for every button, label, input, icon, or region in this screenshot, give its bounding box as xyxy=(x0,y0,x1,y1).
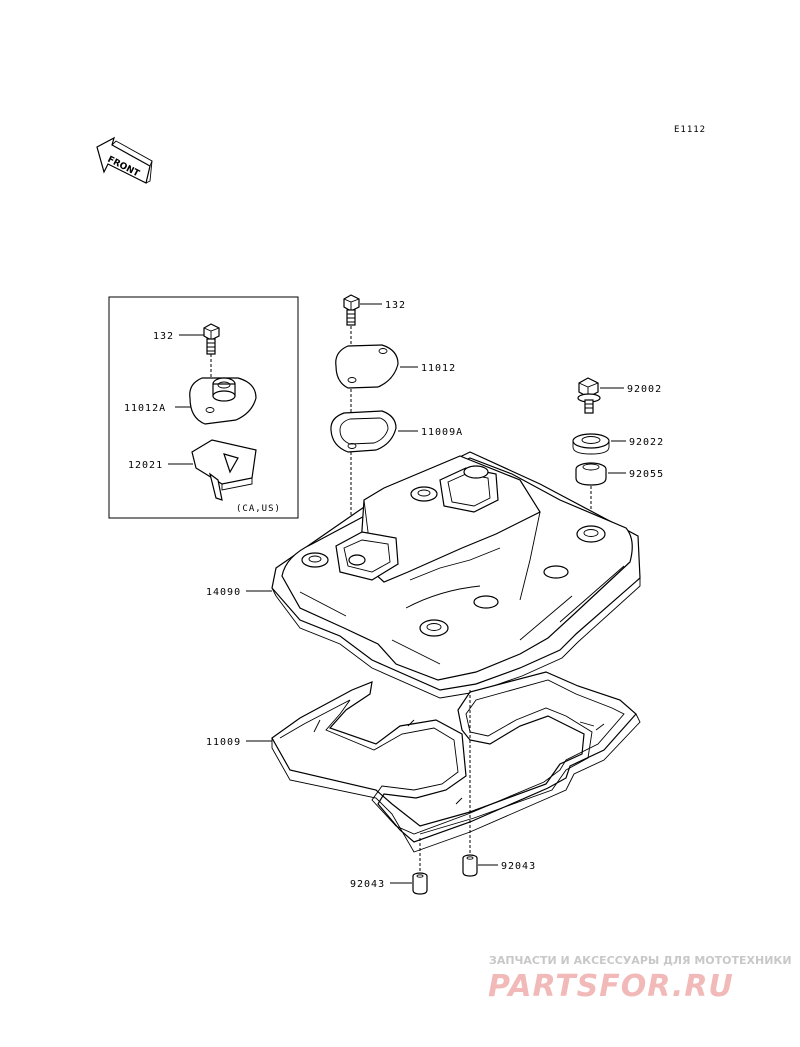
label-11009a: 11009A xyxy=(421,427,463,438)
washer xyxy=(572,433,610,455)
label-132-inset: 132 xyxy=(153,331,174,342)
dowel-pin-right xyxy=(462,854,478,877)
inset-bolt xyxy=(203,323,220,385)
label-92022: 92022 xyxy=(629,437,664,448)
breather-cap xyxy=(335,344,399,389)
watermark: ЗАПЧАСТИ И АКСЕССУАРЫ ДЛЯ МОТОТЕХНИКИ PA… xyxy=(488,954,792,1004)
cylinder-head-cover xyxy=(271,451,641,699)
inset-cap xyxy=(189,377,257,425)
right-bolt xyxy=(577,377,601,414)
cover-gasket xyxy=(271,671,641,853)
label-12021: 12021 xyxy=(128,460,163,471)
front-arrow-icon: FRONT xyxy=(96,136,153,184)
label-14090: 14090 xyxy=(206,587,241,598)
label-92002: 92002 xyxy=(627,384,662,395)
label-92055: 92055 xyxy=(629,469,664,480)
dowel-pin-left xyxy=(412,872,428,895)
label-92043-left: 92043 xyxy=(350,879,385,890)
label-11012: 11012 xyxy=(421,363,456,374)
label-132-top: 132 xyxy=(385,300,406,311)
cap-gasket xyxy=(330,410,397,453)
top-bolt xyxy=(343,294,360,345)
label-11009: 11009 xyxy=(206,737,241,748)
inset-plate xyxy=(191,439,257,501)
inset-box: (CA,US) xyxy=(108,296,299,519)
inset-note: (CA,US) xyxy=(236,504,281,514)
label-11012a: 11012A xyxy=(124,403,166,414)
label-92043-right: 92043 xyxy=(501,861,536,872)
watermark-brand: PARTSFOR.RU xyxy=(488,969,734,1004)
grommet xyxy=(575,462,607,486)
diagram-code: E1112 xyxy=(674,125,706,135)
watermark-tagline: ЗАПЧАСТИ И АКСЕССУАРЫ ДЛЯ МОТОТЕХНИКИ xyxy=(489,954,792,967)
